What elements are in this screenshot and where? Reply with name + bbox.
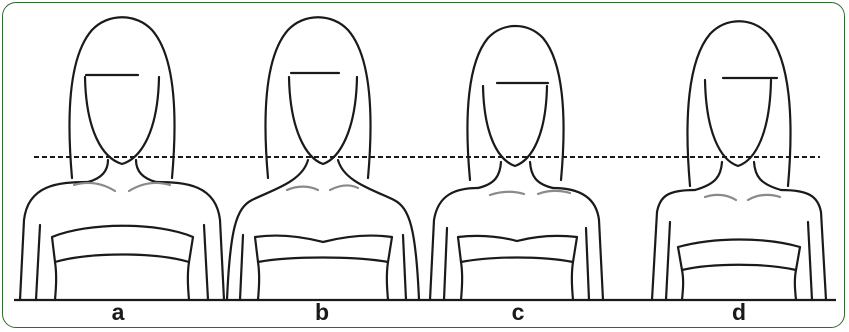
figure-label-c: c [511, 299, 525, 325]
neck-a [86, 158, 110, 184]
top-c [456, 234, 579, 264]
hair-a [68, 16, 176, 180]
shoulders-a [18, 180, 90, 302]
top-b [253, 234, 394, 264]
figure-label-a: a [111, 299, 125, 325]
face-b [287, 75, 359, 166]
clavicle-b [285, 184, 360, 192]
neck-b [225, 158, 310, 302]
clavicle-a [72, 181, 172, 193]
face-c [481, 84, 549, 168]
figure-label-b: b [314, 299, 330, 325]
clavicle-d [703, 193, 782, 202]
shoulders-c [428, 186, 480, 302]
figure-c [428, 25, 605, 302]
hair-c [466, 25, 565, 182]
neck-c [476, 160, 503, 190]
figure-label-d: d [731, 299, 747, 325]
figure-b [225, 16, 421, 302]
face-a [83, 75, 161, 166]
figure-d [650, 20, 828, 302]
top-d [676, 238, 802, 272]
top-a [50, 224, 195, 264]
face-d [703, 78, 773, 168]
figure-a [18, 16, 226, 302]
hair-d [686, 20, 792, 188]
figure-frame [2, 2, 845, 328]
shoulders-d [650, 188, 697, 302]
hair-b [264, 16, 372, 180]
clavicle-c [488, 189, 572, 197]
neck-d [693, 160, 724, 192]
